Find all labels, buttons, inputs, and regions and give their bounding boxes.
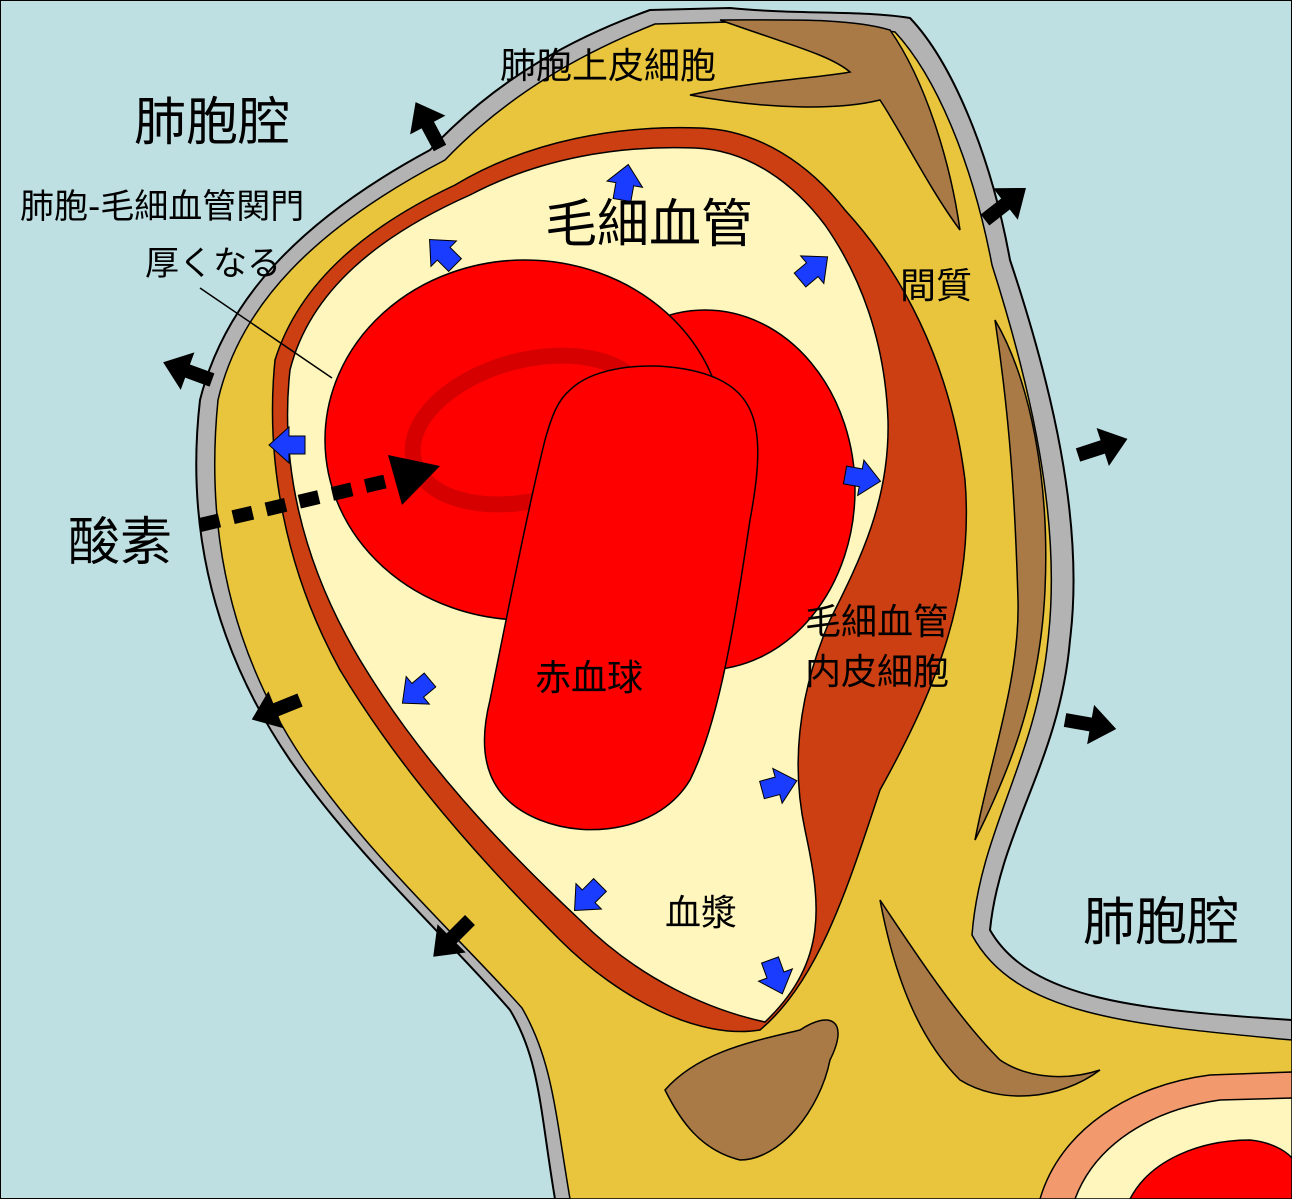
label-endothelial-line1: 毛細血管 [805, 602, 949, 643]
label-alveolar-space-right: 肺胞腔 [1083, 893, 1239, 953]
label-barrier-line1: 肺胞-毛細血管関門 [20, 187, 304, 227]
label-red-blood-cell: 赤血球 [535, 658, 643, 699]
label-capillary: 毛細血管 [545, 195, 753, 255]
label-alveolar-epithelial-cell: 肺胞上皮細胞 [500, 46, 716, 87]
label-alveolar-space-top: 肺胞腔 [134, 93, 290, 153]
label-endothelial-line2: 内皮細胞 [805, 652, 949, 693]
label-interstitium: 間質 [900, 266, 972, 307]
label-barrier-line2: 厚くなる [145, 244, 281, 284]
label-oxygen: 酸素 [68, 513, 172, 573]
label-plasma: 血漿 [665, 893, 737, 934]
